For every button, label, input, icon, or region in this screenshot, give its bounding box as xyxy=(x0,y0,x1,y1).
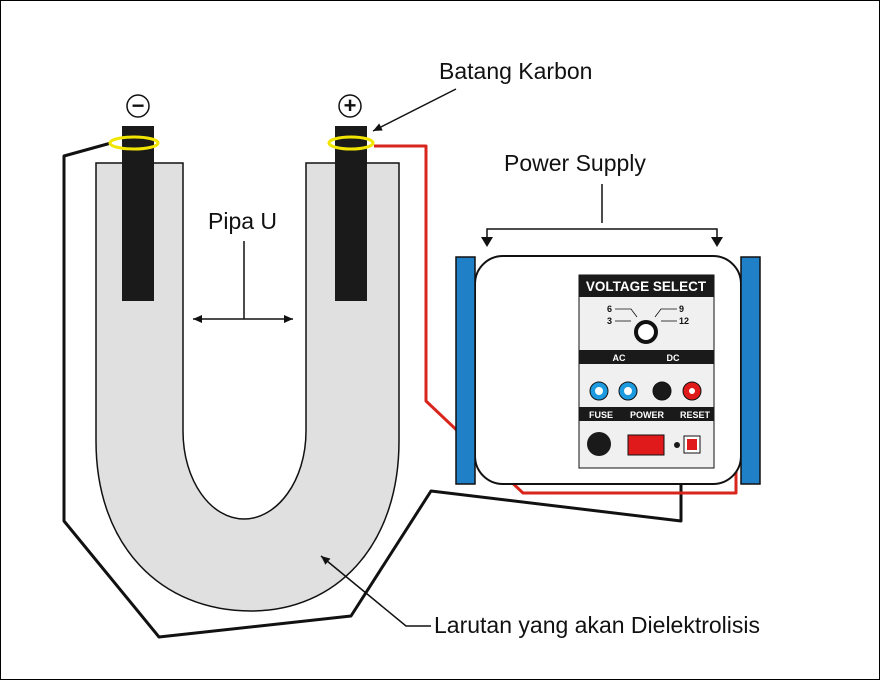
solution-label: Larutan yang akan Dielektrolisis xyxy=(434,612,760,638)
bracket-arrow-right xyxy=(711,237,723,247)
ac-terminal-1-hole xyxy=(595,387,603,395)
positive-symbol: + xyxy=(344,93,357,118)
reset-button[interactable] xyxy=(687,439,697,450)
power-supply-label: Power Supply xyxy=(504,150,646,176)
ac-terminal-2-hole xyxy=(624,387,632,395)
negative-symbol: − xyxy=(132,93,145,118)
dc-label: DC xyxy=(667,353,680,363)
electrode-clip-positive xyxy=(327,135,375,151)
u-tube-label: Pipa U xyxy=(208,208,277,234)
voltage-select-knob[interactable] xyxy=(634,320,658,344)
solution-arrow-line xyxy=(320,555,431,627)
dc-terminal-negative[interactable] xyxy=(652,381,672,401)
power-supply-side-left xyxy=(455,256,476,485)
carbon-electrode-negative xyxy=(122,126,154,301)
fuse-power-header xyxy=(579,407,714,421)
dc-terminal-positive-hole xyxy=(689,388,695,394)
carbon-electrode-positive xyxy=(335,126,367,301)
voltage-3: 3 xyxy=(607,316,612,326)
fuse-label: FUSE xyxy=(589,410,613,420)
u-tube xyxy=(95,162,400,612)
power-supply-bracket xyxy=(486,228,718,241)
dial-tick-9 xyxy=(654,308,677,318)
voltage-12: 12 xyxy=(679,316,689,326)
electrode-clip-negative xyxy=(108,135,160,151)
voltage-select-title: VOLTAGE SELECT xyxy=(586,279,707,294)
power-label: POWER xyxy=(630,410,665,420)
voltage-6: 6 xyxy=(607,304,612,314)
power-supply-side-right xyxy=(740,256,761,485)
reset-label: RESET xyxy=(680,410,711,420)
positive-symbol-circle xyxy=(338,94,362,118)
voltage-select-header xyxy=(579,275,714,297)
power-switch[interactable] xyxy=(627,434,665,456)
carbon-rod-label: Batang Karbon xyxy=(439,58,592,84)
dial-tick-6 xyxy=(615,308,638,318)
ac-label: AC xyxy=(613,353,626,363)
fuse-holder[interactable] xyxy=(587,432,611,456)
ac-dc-header xyxy=(579,350,714,364)
voltage-9: 9 xyxy=(679,304,684,314)
negative-symbol-circle xyxy=(126,94,150,118)
bracket-arrow-left xyxy=(481,237,493,247)
power-indicator xyxy=(674,442,680,448)
carbon-rod-arrow xyxy=(372,88,457,132)
